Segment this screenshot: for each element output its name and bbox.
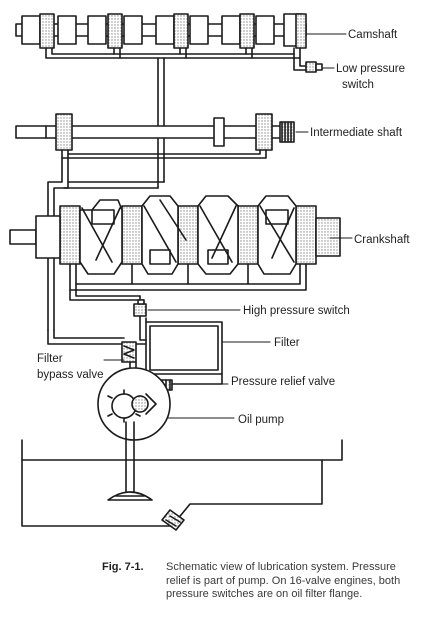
low-pressure-switch <box>305 61 323 73</box>
label-low-pressure-switch-2: switch <box>342 79 374 91</box>
label-oil-pump: Oil pump <box>238 414 284 426</box>
figure-caption: Fig. 7-1. Schematic view of lubrication … <box>102 561 414 602</box>
camshaft <box>15 13 307 49</box>
drain-plug <box>161 509 185 531</box>
oil-pump <box>97 367 171 497</box>
label-leaders <box>103 33 353 419</box>
filter-bypass-valve <box>121 341 137 363</box>
camshaft-oil-gallery <box>45 47 307 189</box>
label-filter: Filter <box>274 337 300 349</box>
label-low-pressure-switch-1: Low pressure <box>336 63 405 75</box>
label-filter-bypass-valve-2: bypass valve <box>37 369 103 381</box>
figure-number: Fig. 7-1. <box>102 561 144 573</box>
caption-text: Schematic view of lubrication system. Pr… <box>166 561 401 600</box>
intermediate-shaft <box>15 113 295 151</box>
label-filter-bypass-valve-1: Filter <box>37 353 63 365</box>
label-crankshaft: Crankshaft <box>354 234 410 246</box>
label-pressure-relief-valve: Pressure relief valve <box>231 376 335 388</box>
high-pressure-switch <box>133 299 147 317</box>
oil-sump <box>21 439 343 527</box>
label-camshaft: Camshaft <box>348 29 398 41</box>
label-intermediate-shaft: Intermediate shaft <box>310 127 403 139</box>
label-high-pressure-switch: High pressure switch <box>243 305 350 317</box>
crankshaft <box>9 195 341 275</box>
